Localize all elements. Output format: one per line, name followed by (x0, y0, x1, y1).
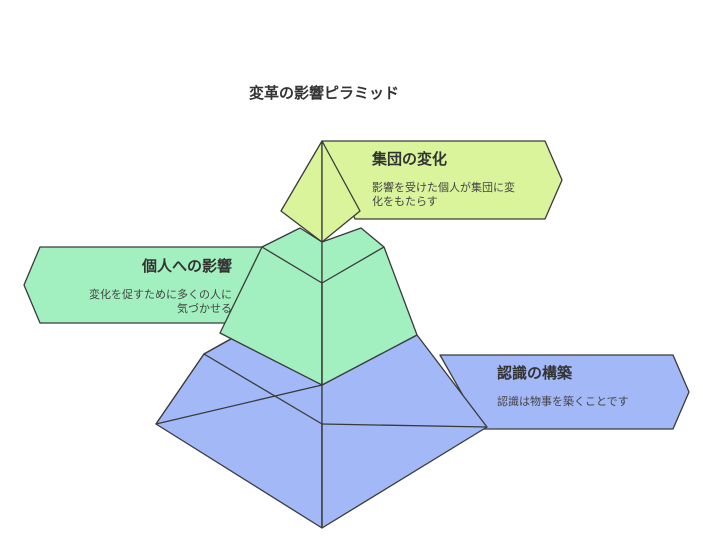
callout-top-desc-line-1: 影響を受けた個人が集団に変 (372, 180, 515, 194)
callout-middle-desc-line-1: 変化を促すために多くの人に (89, 287, 232, 301)
bottom-tier-edge (203, 353, 323, 425)
middle-tier-edge-left (261, 246, 323, 284)
callout-middle-desc-line-2: 気づかせる (177, 301, 232, 315)
callout-middle-shape (23, 246, 263, 324)
callout-bottom-desc-line-1: 認識は物事を築くことです (497, 394, 629, 408)
callout-top-heading: 集団の変化 (371, 150, 447, 168)
bottom-tier-edge-right (321, 423, 488, 428)
top-tier-right-face (321, 140, 361, 243)
middle-tier-edge-right (321, 246, 385, 284)
page-title: 変革の影響ピラミッド (249, 84, 399, 102)
callout-top-desc-line-2: 化をもたらす (372, 194, 438, 208)
top-tier-left-face (280, 140, 323, 243)
callout-bottom-heading: 認識の構築 (497, 364, 573, 382)
callout-middle-heading: 個人への影響 (141, 257, 232, 275)
